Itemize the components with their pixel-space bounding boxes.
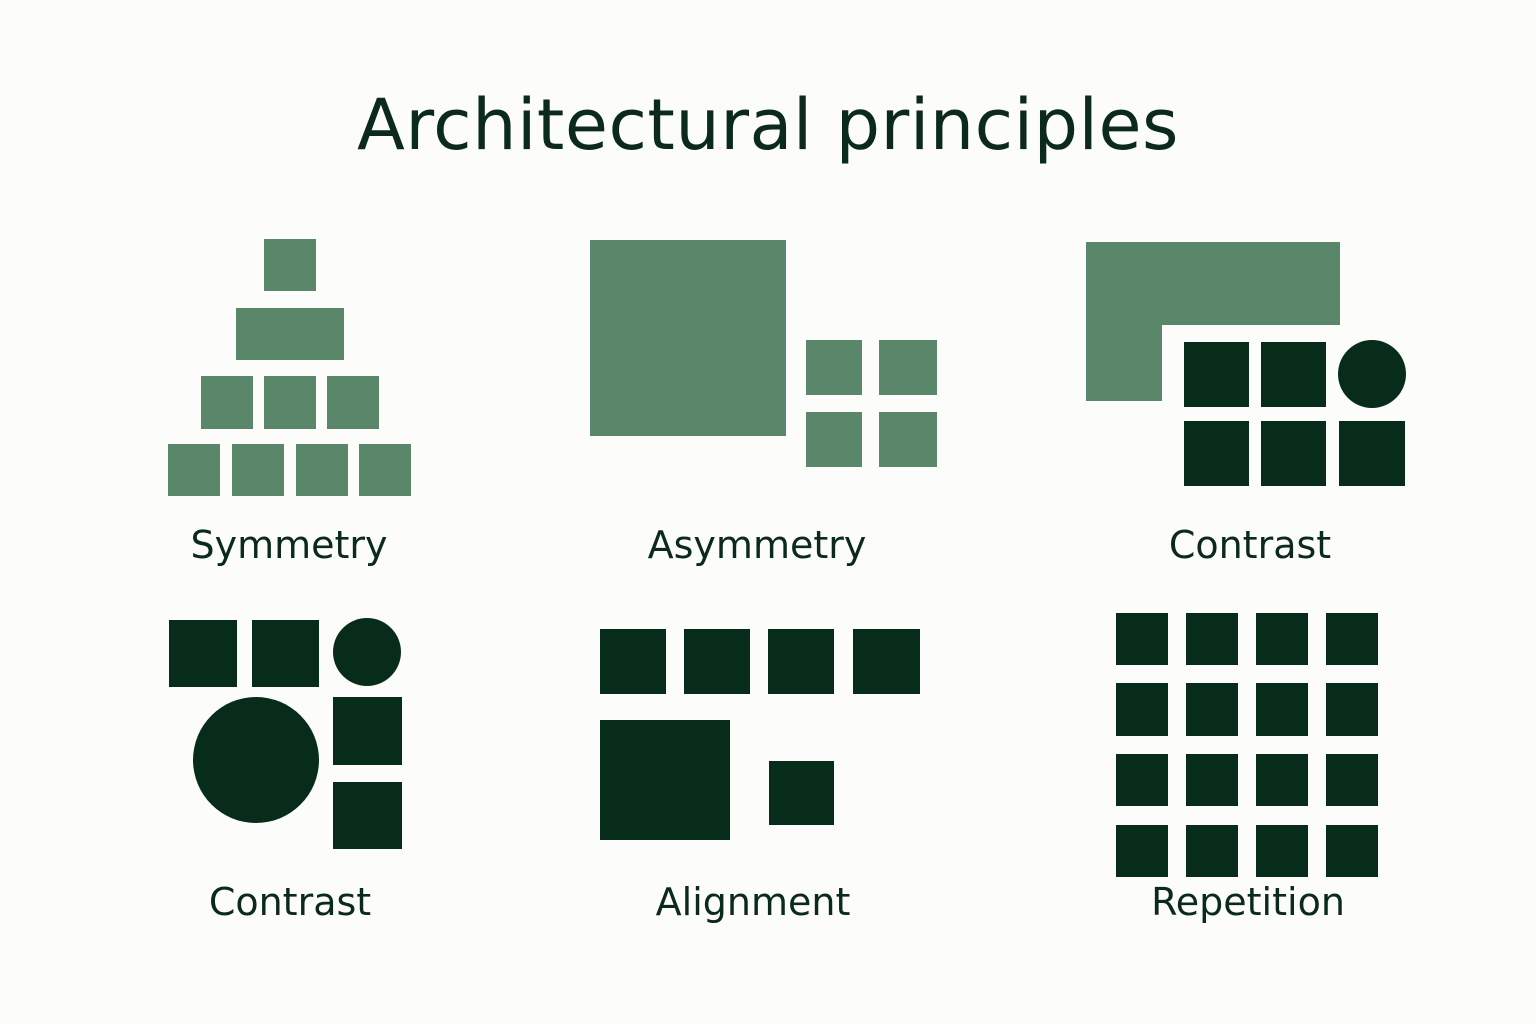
label-contrast-bottom: Contrast [208, 880, 372, 924]
alignment-block [853, 629, 920, 694]
contrast-dark-block [1184, 421, 1249, 486]
repetition-block [1116, 683, 1168, 736]
repetition-block [1186, 613, 1238, 665]
asymmetry-small-block [806, 412, 862, 467]
contrast-large-circle [193, 697, 319, 823]
repetition-illustration [1116, 613, 1378, 877]
symmetry-block [168, 444, 220, 496]
repetition-block [1326, 754, 1378, 806]
label-asymmetry: Asymmetry [647, 523, 867, 567]
symmetry-block [236, 308, 344, 360]
repetition-block [1256, 754, 1308, 806]
asymmetry-small-block [879, 412, 937, 467]
contrast-dark-block [333, 782, 402, 849]
asymmetry-illustration [590, 240, 937, 467]
contrast-dark-block [252, 620, 319, 687]
contrast-dark-block [1184, 342, 1249, 407]
asymmetry-small-block [879, 340, 937, 395]
repetition-block [1116, 613, 1168, 665]
asymmetry-small-block [806, 340, 862, 395]
alignment-small-block [769, 761, 834, 825]
repetition-block [1186, 683, 1238, 736]
repetition-block [1256, 683, 1308, 736]
repetition-block [1256, 825, 1308, 877]
repetition-block [1326, 683, 1378, 736]
contrast-dark-block [1339, 421, 1405, 486]
alignment-illustration [600, 629, 920, 840]
repetition-block [1116, 754, 1168, 806]
repetition-block [1256, 613, 1308, 665]
symmetry-block [296, 444, 348, 496]
repetition-block [1326, 613, 1378, 665]
label-symmetry: Symmetry [190, 523, 388, 567]
contrast-l-shape [1086, 242, 1340, 401]
alignment-block [684, 629, 750, 694]
contrast-circle [1338, 340, 1406, 408]
alignment-large-block [600, 720, 730, 840]
contrast-dark-block [1261, 421, 1326, 486]
repetition-block [1116, 825, 1168, 877]
contrast-illustration-top [1086, 242, 1406, 486]
symmetry-block [232, 444, 284, 496]
contrast-dark-block [1261, 342, 1326, 407]
contrast-small-circle [333, 618, 401, 686]
symmetry-block [264, 239, 316, 291]
contrast-illustration-bottom [169, 618, 402, 849]
repetition-block [1186, 825, 1238, 877]
symmetry-block [264, 376, 316, 429]
label-alignment: Alignment [655, 880, 851, 924]
label-contrast-top: Contrast [1168, 523, 1332, 567]
alignment-block [768, 629, 834, 694]
label-repetition: Repetition [1151, 880, 1345, 924]
symmetry-block [327, 376, 379, 429]
symmetry-illustration [168, 239, 411, 496]
repetition-block [1186, 754, 1238, 806]
contrast-dark-block [169, 620, 237, 687]
symmetry-block [201, 376, 253, 429]
symmetry-block [359, 444, 411, 496]
asymmetry-large-block [590, 240, 786, 436]
contrast-dark-block [333, 697, 402, 765]
alignment-block [600, 629, 666, 694]
repetition-block [1326, 825, 1378, 877]
page-title: Architectural principles [357, 84, 1179, 166]
